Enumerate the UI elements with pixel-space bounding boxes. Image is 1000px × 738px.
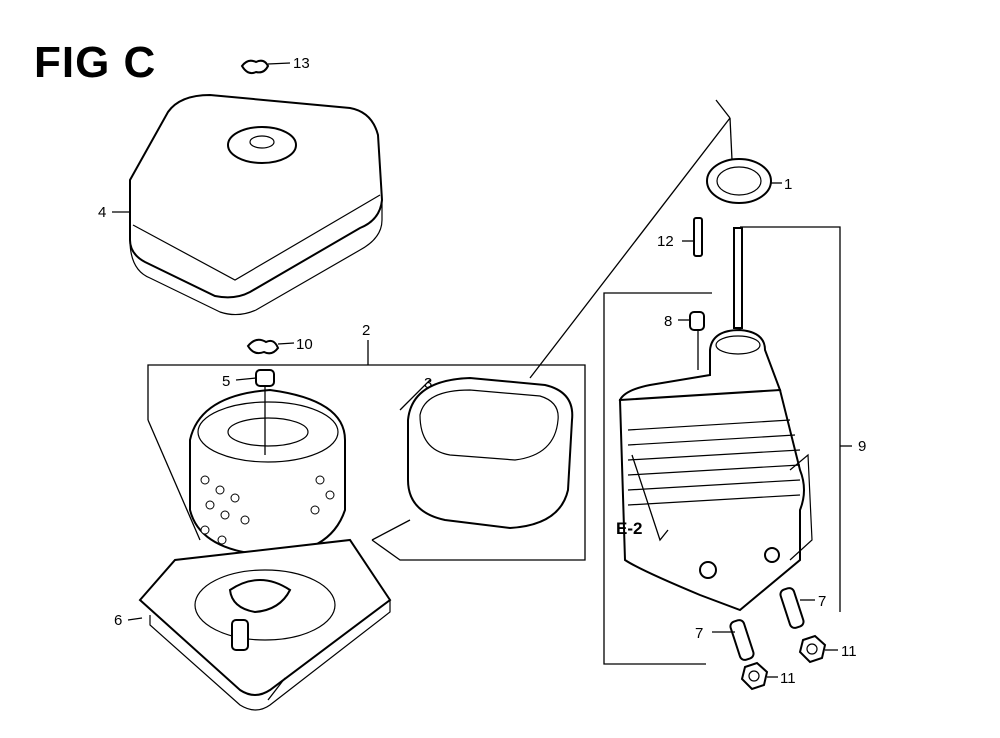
figure-title: FIG C [34, 38, 157, 87]
callout-4: 4 [98, 204, 106, 221]
part-9-air-cleaner-elbow[interactable] [618, 227, 813, 612]
part-3-foam-filter[interactable] [371, 376, 574, 541]
group-2-bracket [147, 364, 586, 561]
part-4-air-cleaner-cover[interactable] [112, 93, 384, 316]
reference-e2: E-2 [616, 519, 642, 538]
callout-7-right: 7 [818, 593, 826, 610]
callout-11-left: 11 [780, 670, 796, 687]
callout-12: 12 [657, 233, 674, 250]
group-9-bracket [740, 226, 841, 612]
callout-1: 1 [784, 176, 792, 193]
part-7-collar-left[interactable] [712, 619, 755, 661]
part-6-air-cleaner-case[interactable] [127, 538, 392, 711]
callout-2: 2 [362, 322, 370, 339]
callout-5: 5 [222, 373, 230, 390]
part-8-collar[interactable] [678, 311, 705, 331]
callout-11-right: 11 [841, 643, 857, 660]
callout-8: 8 [664, 313, 672, 330]
part-11-nut-right[interactable] [798, 634, 838, 664]
callout-10: 10 [296, 336, 313, 353]
callout-13: 13 [293, 55, 310, 72]
part-10-wing-nut[interactable] [246, 338, 295, 355]
part-12-stud[interactable] [682, 217, 703, 257]
callout-6: 6 [114, 612, 122, 629]
part-1-gasket[interactable] [706, 158, 782, 204]
callout-7-left: 7 [695, 625, 703, 642]
part-13-wing-nut[interactable] [240, 59, 291, 75]
part-air-filter-element[interactable] [189, 386, 346, 557]
callout-9: 9 [858, 438, 866, 455]
part-11-nut-left[interactable] [740, 661, 778, 691]
part-7-collar-right[interactable] [779, 587, 815, 629]
callout-3: 3 [424, 375, 432, 392]
part-5-nut[interactable] [235, 369, 275, 387]
